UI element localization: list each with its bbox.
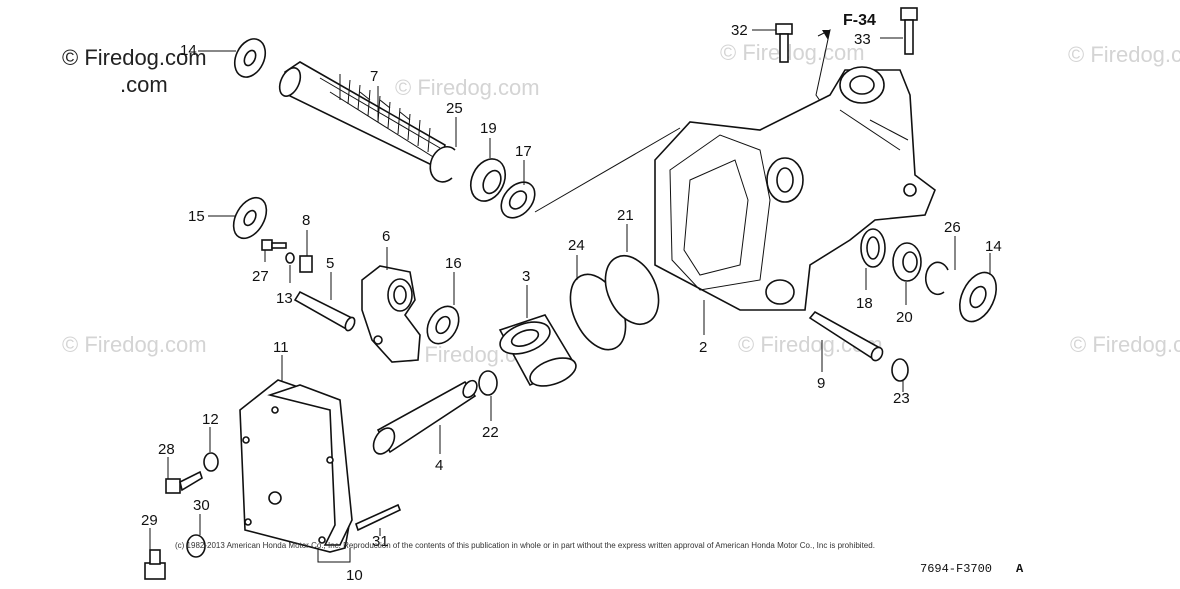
snap-ring-part-26 xyxy=(924,261,949,296)
diagram-code-suffix: A xyxy=(1016,562,1024,576)
washer-part-30 xyxy=(186,534,206,558)
callout-14: 14 xyxy=(180,42,197,59)
callout-17: 17 xyxy=(515,143,532,160)
callout-13: 13 xyxy=(276,290,293,307)
callout-12: 12 xyxy=(202,411,219,428)
seal-part-18 xyxy=(860,228,886,268)
washer-part-17 xyxy=(500,181,536,219)
callout-5: 5 xyxy=(326,255,334,272)
bolt-part-28 xyxy=(165,470,203,494)
watermark-text: © Firedog.com xyxy=(1068,42,1180,67)
pin-part-31 xyxy=(355,503,402,532)
watermark-text: © Firedog.com xyxy=(720,40,865,65)
callout-28: 28 xyxy=(158,441,175,458)
washer-part-14 xyxy=(233,38,267,78)
bearing-part-20 xyxy=(892,242,922,282)
copyright-notice: (c) 1982-2013 American Honda Motor Co., … xyxy=(175,541,875,550)
callout-26: 26 xyxy=(944,219,961,236)
leader-lines xyxy=(149,29,991,563)
bolt-part-33 xyxy=(900,7,918,55)
washer-part-12 xyxy=(203,452,219,472)
callout-24: 24 xyxy=(568,237,585,254)
callout-32: 32 xyxy=(731,22,748,39)
ring-part-21 xyxy=(604,255,660,325)
washer-part-13 xyxy=(285,252,295,264)
callout-2: 2 xyxy=(699,339,707,356)
callout-31: 31 xyxy=(372,533,389,550)
watermark-text: © Firedog.com xyxy=(1070,332,1180,357)
washer-part-16 xyxy=(426,305,460,345)
bolt-part-32 xyxy=(775,23,793,63)
arrow-head-icon xyxy=(822,30,830,40)
snap-ring-part-25 xyxy=(429,145,456,183)
callout-23: 23 xyxy=(893,390,910,407)
callout-10: 10 xyxy=(346,567,363,584)
callout-4: 4 xyxy=(435,457,443,474)
pin-part-5 xyxy=(293,290,356,332)
shift-arm-part-6 xyxy=(361,265,421,363)
callout-3: 3 xyxy=(522,268,530,285)
callout-16: 16 xyxy=(445,255,462,272)
firedog-watermark: © Firedog.com xyxy=(62,45,207,70)
watermark-text: © Firedog.com xyxy=(62,332,207,357)
bolt-part-29 xyxy=(144,549,166,580)
ring-part-23 xyxy=(891,358,909,382)
callout-21: 21 xyxy=(617,207,634,224)
callout-8: 8 xyxy=(302,212,310,229)
callout-27: 27 xyxy=(252,268,269,285)
callout-7: 7 xyxy=(370,68,378,85)
callout-20: 20 xyxy=(896,309,913,326)
shaft-part-4 xyxy=(372,379,478,455)
callout-29: 29 xyxy=(141,512,158,529)
washer-part-14b xyxy=(959,271,997,323)
washer-part-15 xyxy=(232,196,268,240)
callout-18: 18 xyxy=(856,295,873,312)
ring-part-22 xyxy=(478,370,498,396)
callout-22: 22 xyxy=(482,424,499,441)
callout-33: 33 xyxy=(854,31,871,48)
callout-25: 25 xyxy=(446,100,463,117)
callout-6: 6 xyxy=(382,228,390,245)
callout-30: 30 xyxy=(193,497,210,514)
callout-19: 19 xyxy=(480,120,497,137)
plate-part-8 xyxy=(299,255,313,273)
callout-9: 9 xyxy=(817,375,825,392)
callout-14b: 14 xyxy=(985,238,1002,255)
callout-15: 15 xyxy=(188,208,205,225)
firedog-watermark-tail: .com xyxy=(120,72,168,97)
bolt-part-27 xyxy=(261,239,287,251)
sleeve-part-3 xyxy=(498,314,577,387)
reference-label: F-34 xyxy=(843,12,876,29)
diagram-code: 7694-F3700 xyxy=(920,562,992,576)
cover-part-10 xyxy=(239,379,353,553)
watermark-text: © Firedog.com xyxy=(395,75,540,100)
callout-11: 11 xyxy=(273,339,289,356)
pin-part-9 xyxy=(808,310,884,362)
gear-case-part-2 xyxy=(654,66,936,311)
bearing-part-19 xyxy=(469,158,507,202)
